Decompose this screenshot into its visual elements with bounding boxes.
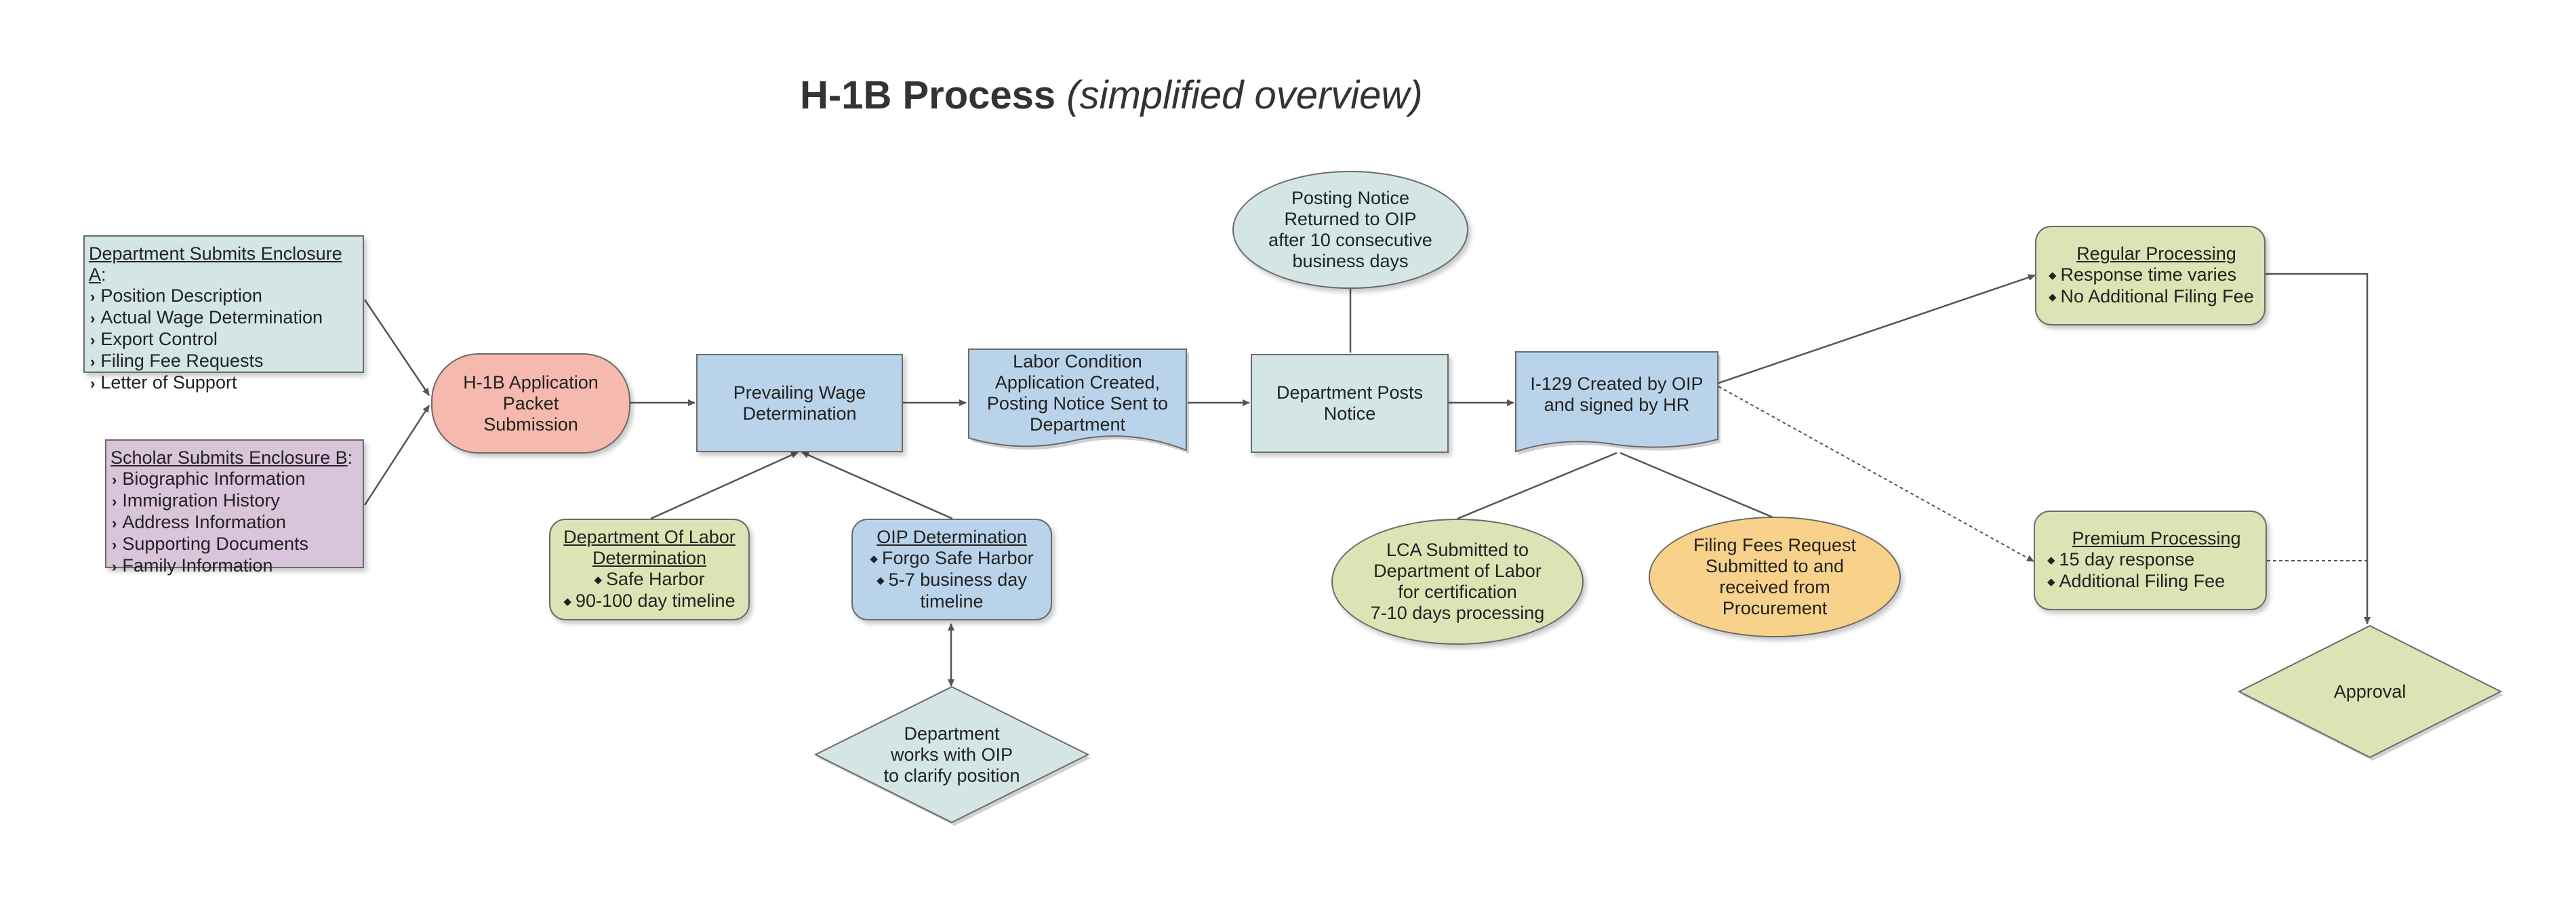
oip-bullet-continuation: timeline	[920, 591, 984, 612]
enclosure-b-header-line: Scholar Submits Enclosure B:	[110, 447, 353, 468]
dol-header-line: Department Of Labor	[563, 527, 736, 547]
edge-i129-to-regular	[1718, 274, 2036, 384]
posting-returned-line: Returned to OIP	[1284, 209, 1417, 229]
prevailing-wage-line: Prevailing Wage	[733, 382, 866, 403]
edge-dol-to-prevailing-wage	[650, 451, 799, 520]
enclosure-a-item: Export Control	[89, 329, 218, 351]
edge-regular-to-approval	[2266, 273, 2371, 624]
title-subtitle: (simplified overview)	[1066, 73, 1423, 117]
lca-line: Application Created,	[994, 372, 1161, 393]
application-line: Packet	[502, 393, 559, 414]
enclosure-a-header-suffix: :	[101, 264, 106, 285]
node-i129-created: I-129 Created by OIP and signed by HR	[1515, 351, 1720, 455]
edge-i129-to-filing-fees	[1619, 452, 1777, 520]
lca-line: Posting Notice Sent to	[986, 393, 1169, 414]
node-department-posts-notice: Department Posts Notice	[1251, 354, 1449, 453]
node-lca-submitted: LCA Submitted to Department of Labor for…	[1331, 519, 1584, 645]
application-line: H-1B Application	[463, 372, 599, 393]
dol-bullet: 90-100 day timeline	[563, 591, 736, 612]
enclosure-a-item: Filing Fee Requests	[89, 351, 263, 372]
enclosure-a-item: Actual Wage Determination	[89, 307, 323, 329]
i129-text: I-129 Created by OIP and signed by HR	[1515, 351, 1718, 438]
edge-encl-a-to-application	[363, 299, 430, 396]
premium-bullet: 15 day response	[2047, 549, 2195, 571]
approval-text: Approval	[2238, 625, 2501, 758]
node-premium-processing: Premium Processing 15 day response Addit…	[2034, 511, 2267, 610]
enclosure-a-header-line: Department Submits Enclosure A:	[89, 243, 357, 285]
prevailing-wage-line: Determination	[742, 403, 857, 424]
edge-i129-to-premium	[1718, 386, 2034, 562]
lca-submitted-line: LCA Submitted to	[1386, 540, 1529, 560]
enclosure-b-header-suffix: :	[347, 447, 353, 468]
enclosure-b-item: Address Information	[110, 512, 286, 534]
filing-fees-line: Filing Fees Request	[1693, 535, 1857, 555]
enclosure-b-item: Immigration History	[110, 490, 280, 512]
enclosure-a-header: Department Submits Enclosure A	[89, 243, 342, 285]
edge-encl-b-to-application	[363, 405, 430, 506]
node-application-submission: H-1B Application Packet Submission	[431, 353, 630, 454]
approval-label: Approval	[2333, 681, 2407, 702]
dol-bullet: Safe Harbor	[594, 569, 705, 591]
filing-fees-line: Submitted to and	[1705, 556, 1845, 576]
node-enclosure-a: Department Submits Enclosure A: Position…	[83, 235, 364, 393]
edge-i129-to-lca-submitted	[1457, 452, 1617, 520]
oip-bullet: 5-7 business day	[877, 570, 1027, 591]
regular-header: Regular Processing	[2076, 243, 2236, 264]
lca-line: Labor Condition	[1013, 351, 1142, 372]
node-filing-fees-request: Filing Fees Request Submitted to and rec…	[1649, 517, 1901, 637]
posting-returned-line: after 10 consecutive	[1268, 230, 1432, 250]
enclosure-b-item: Supporting Documents	[110, 534, 308, 555]
dept-works-text: Department works with OIP to clarify pos…	[815, 686, 1089, 823]
oip-header: OIP Determination	[877, 527, 1027, 547]
posting-returned-line: Posting Notice	[1291, 188, 1410, 208]
node-department-works-with-oip: Department works with OIP to clarify pos…	[813, 685, 1091, 826]
dept-works-line: to clarify position	[883, 765, 1020, 786]
dept-posts-line: Department Posts	[1276, 382, 1424, 403]
enclosure-b-header: Scholar Submits Enclosure B	[110, 447, 348, 468]
i129-line: I-129 Created by OIP	[1530, 373, 1704, 394]
posting-returned-line: business days	[1292, 251, 1409, 271]
enclosure-b-item: Family Information	[110, 555, 273, 577]
node-approval: Approval	[2237, 624, 2503, 761]
title-main: H-1B Process	[800, 73, 1056, 117]
dept-works-line: Department	[904, 723, 1000, 744]
dol-header-line: Determination	[592, 548, 707, 568]
dept-works-diamond-shape	[813, 685, 1091, 826]
lca-submitted-line: 7-10 days processing	[1370, 603, 1545, 623]
lca-document-shape	[968, 348, 1189, 454]
node-dol-determination: Department Of Labor Determination Safe H…	[549, 519, 750, 620]
premium-bullet: Additional Filing Fee	[2047, 571, 2226, 593]
dept-posts-line: Notice	[1323, 403, 1376, 424]
premium-header: Premium Processing	[2072, 528, 2241, 548]
node-posting-notice-returned: Posting Notice Returned to OIP after 10 …	[1232, 171, 1468, 289]
enclosure-a-item: Position Description	[89, 285, 262, 307]
enclosure-b-item: Biographic Information	[110, 468, 305, 490]
enclosure-a-item: Letter of Support	[89, 372, 237, 394]
dept-works-line: works with OIP	[890, 744, 1013, 765]
lca-line: Department	[1029, 414, 1126, 435]
lca-submitted-line: for certification	[1398, 582, 1517, 602]
filing-fees-line: received from	[1719, 577, 1830, 597]
oip-bullet: Forgo Safe Harbor	[870, 548, 1034, 570]
node-regular-processing: Regular Processing Response time varies …	[2035, 226, 2266, 325]
i129-document-shape	[1515, 351, 1720, 455]
node-lca-created: Labor Condition Application Created, Pos…	[968, 348, 1189, 454]
edge-oip-to-prevailing-wage	[801, 451, 953, 520]
node-enclosure-b: Scholar Submits Enclosure B: Biographic …	[105, 439, 364, 576]
regular-bullet: No Additional Filing Fee	[2049, 286, 2254, 308]
regular-bullet: Response time varies	[2049, 264, 2237, 286]
node-oip-determination: OIP Determination Forgo Safe Harbor 5-7 …	[851, 519, 1052, 620]
approval-diamond-shape	[2237, 624, 2503, 761]
filing-fees-line: Procurement	[1722, 598, 1828, 618]
lca-submitted-line: Department of Labor	[1373, 561, 1542, 581]
application-line: Submission	[483, 414, 578, 435]
node-prevailing-wage: Prevailing Wage Determination	[696, 354, 903, 452]
lca-text: Labor Condition Application Created, Pos…	[968, 348, 1187, 437]
i129-line: and signed by HR	[1544, 394, 1690, 415]
diagram-title: H-1B Process (simplified overview)	[800, 72, 1423, 119]
